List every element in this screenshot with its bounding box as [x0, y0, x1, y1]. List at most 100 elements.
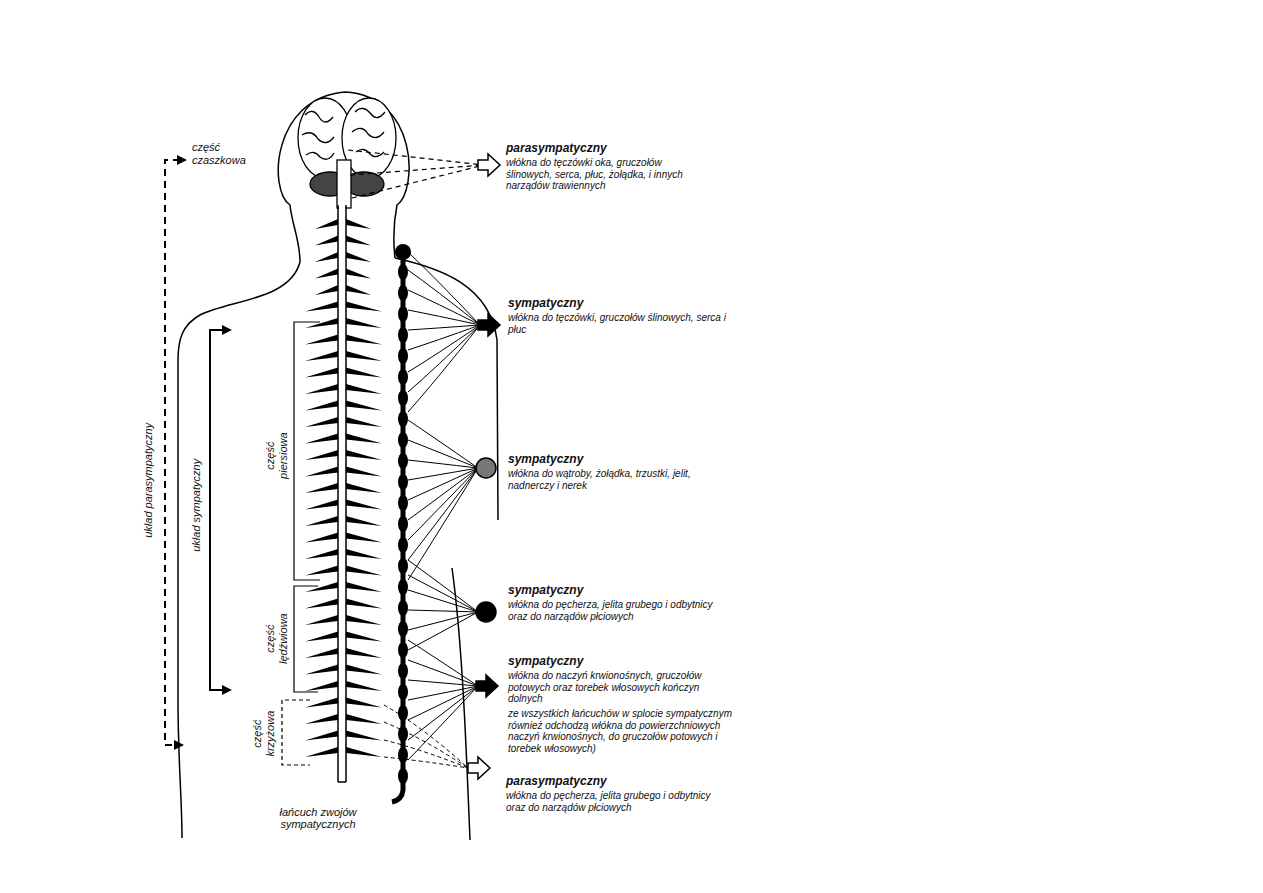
bracket-arrowheads	[174, 155, 232, 750]
spinal-nerve	[346, 516, 382, 526]
target-note: ze wszystkich łańcuchów w splocie sympat…	[508, 708, 733, 754]
nerve-fibre	[408, 460, 478, 468]
nerve-fibre	[384, 757, 468, 768]
spinal-nerve	[305, 566, 338, 576]
spinal-nerve	[346, 384, 382, 394]
part-label: część lędźwiowa	[264, 606, 289, 670]
spinal-nerve	[305, 516, 338, 526]
spinal-nerve	[346, 566, 382, 576]
spinal-nerve	[305, 335, 338, 345]
spinal-nerve	[346, 351, 382, 361]
spinal-nerve	[305, 483, 338, 493]
spinal-nerve	[315, 252, 338, 262]
part-label: część czaszkowa	[192, 141, 272, 166]
ganglion	[398, 663, 408, 679]
chain-label: łańcuch zwojów sympatycznych	[263, 806, 373, 831]
target-heading: sympatyczny	[508, 584, 583, 598]
ganglion	[398, 327, 408, 343]
spinal-nerve	[346, 318, 382, 328]
nerve-fibre	[408, 560, 478, 612]
spinal-nerve	[346, 714, 382, 724]
spinal-nerve	[305, 434, 338, 444]
nerve-fibre	[408, 468, 478, 520]
ganglion	[398, 474, 408, 490]
nerve-fibre	[408, 610, 478, 612]
ganglion	[398, 411, 408, 427]
spinal-nerve	[346, 549, 382, 559]
ganglion	[398, 495, 408, 511]
ganglion	[398, 600, 408, 616]
spinal-nerve	[305, 467, 338, 477]
target-heading: sympatyczny	[508, 297, 583, 311]
system-brackets	[165, 160, 320, 765]
spinal-nerve	[305, 500, 338, 510]
nerve-fibre	[408, 575, 478, 612]
spinal-nerve	[346, 285, 371, 295]
spinal-nerve	[346, 450, 382, 460]
spinal-nerve	[346, 681, 382, 691]
nerve-fibre	[352, 165, 484, 198]
target-arrow	[476, 675, 498, 697]
spinal-nerve	[305, 615, 338, 625]
spinal-nerve	[346, 434, 382, 444]
spinal-nerve	[305, 351, 338, 361]
spinal-nerve	[305, 549, 338, 559]
target-plexus	[476, 458, 496, 478]
spinal-nerve	[346, 368, 382, 378]
arrowhead	[174, 740, 184, 750]
spinal-nerve	[305, 731, 338, 741]
region-bracket	[282, 700, 310, 765]
target-markers	[468, 154, 500, 779]
spinal-nerve	[346, 632, 382, 642]
system-label: układ parasympatyczny	[142, 422, 155, 537]
ganglion	[398, 621, 408, 637]
spinal-nerve	[346, 599, 382, 609]
nerve-fibre	[408, 440, 478, 468]
target-text: włókna do naczyń krwionośnych, gruczołów…	[508, 670, 728, 705]
spinal-nerve	[346, 533, 382, 543]
nerve-fibre	[408, 325, 480, 392]
spinal-nerve	[346, 648, 382, 658]
ganglion	[398, 684, 408, 700]
target-heading: parasympatyczny	[506, 775, 607, 789]
spinal-nerve	[315, 236, 338, 246]
spinal-nerve	[305, 450, 338, 460]
target-heading: parasympatyczny	[506, 142, 607, 156]
spinal-cord	[338, 205, 346, 782]
spinal-nerve	[346, 731, 382, 741]
spinal-nerve	[346, 417, 382, 427]
target-text: włókna do wątroby, żołądka, trzustki, je…	[508, 468, 713, 491]
nerve-fibre	[384, 705, 468, 768]
target-plexus	[476, 602, 496, 622]
spinal-nerve	[305, 698, 338, 708]
spinal-cord-and-chain	[305, 205, 480, 802]
nerve-fibre	[384, 722, 468, 768]
spinal-nerve	[346, 615, 382, 625]
nerve-fibre	[408, 686, 478, 740]
nerve-fibre	[408, 680, 478, 686]
ganglion	[398, 453, 408, 469]
spinal-nerve	[346, 665, 382, 675]
nerve-fibre	[408, 325, 480, 412]
target-heading: sympatyczny	[508, 655, 583, 669]
spinal-nerve	[305, 747, 338, 757]
spinal-nerve	[305, 368, 338, 378]
nerve-fibre	[408, 252, 480, 325]
spinal-nerve	[305, 632, 338, 642]
spinal-nerve	[305, 384, 338, 394]
arrowhead	[222, 325, 232, 335]
ganglion	[398, 369, 408, 385]
nerve-fibre	[408, 325, 480, 372]
ganglion	[398, 558, 408, 574]
spinal-nerve	[315, 269, 338, 279]
spinal-nerve	[346, 335, 382, 345]
nerve-fibre	[408, 290, 480, 325]
part-label: część krzyżowa	[251, 705, 276, 761]
ganglion	[398, 642, 408, 658]
spinal-nerve	[305, 533, 338, 543]
nerve-fibre	[408, 612, 478, 650]
spinal-nerve	[305, 582, 338, 592]
ganglion	[398, 747, 408, 763]
spinal-nerve	[315, 285, 338, 295]
ganglion	[398, 768, 408, 784]
